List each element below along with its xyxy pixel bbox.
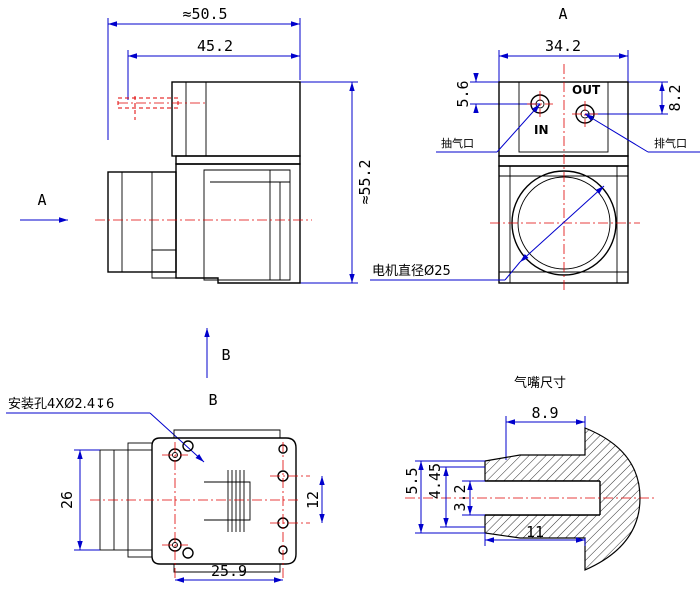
body-width-dimension: 45.2: [127, 37, 300, 100]
overall-width-dimension: ≈50.5: [107, 5, 301, 140]
exhaust-port-callout: 排气口: [584, 113, 700, 153]
bottom-view-b: B 安装孔4XØ2.4↧6: [6, 391, 325, 583]
nozzle-d1-dimension: 5.5: [403, 460, 485, 534]
nozzle-length-top-text: 8.9: [531, 404, 558, 422]
overall-width-text: ≈50.5: [182, 5, 227, 23]
in-offset-dimension: 5.6: [454, 73, 540, 113]
hole-pitch-text: 12: [304, 491, 322, 509]
view-b-arrow-label: B: [221, 346, 230, 364]
nozzle-length-bottom-dimension: 11: [484, 523, 586, 546]
nozzle-d2-dimension: 4.45: [426, 463, 485, 528]
bottom-height-text: 26: [58, 491, 76, 509]
nozzle-d1-text: 5.5: [403, 467, 421, 494]
view-a-arrow: A: [20, 191, 68, 223]
front-width-text: 34.2: [545, 37, 581, 55]
nozzle-length-top-dimension: 8.9: [505, 404, 586, 460]
out-offset-text: 8.2: [666, 84, 684, 111]
exhaust-port-label: 排气口: [654, 136, 687, 150]
hole-spacing-text: 25.9: [211, 562, 247, 580]
bottom-height-dimension: 26: [58, 449, 100, 551]
view-a-arrow-label: A: [37, 191, 46, 209]
hole-spacing-dimension: 25.9: [175, 562, 283, 583]
in-port-label: IN: [534, 123, 549, 137]
motor-diameter-callout: 电机直径Ø25: [370, 185, 605, 281]
view-a-title: A: [558, 5, 567, 23]
view-b-arrow: B: [204, 328, 231, 378]
nozzle-d3-dimension: 3.2: [451, 480, 485, 516]
out-offset-dimension: 8.2: [585, 81, 684, 115]
nozzle-detail: 气嘴尺寸 8.9 5.5 4.45: [403, 375, 655, 571]
suction-port-callout: 抽气口: [436, 103, 541, 153]
view-b-title: B: [208, 391, 217, 409]
mounting-holes-label: 安装孔4XØ2.4↧6: [8, 397, 114, 412]
body-width-text: 45.2: [197, 37, 233, 55]
front-view-a: A 34.2 5.6 8.2 OUT IN: [370, 5, 700, 290]
suction-port-label: 抽气口: [441, 136, 474, 150]
nozzle-size-title: 气嘴尺寸: [514, 375, 566, 391]
overall-height-dimension: ≈55.2: [290, 81, 374, 284]
nozzle-d2-text: 4.45: [426, 463, 444, 499]
side-view: ≈50.5 45.2 ≈55.2: [95, 5, 374, 284]
nozzle-length-bottom-text: 11: [526, 523, 544, 541]
in-offset-text: 5.6: [454, 80, 472, 107]
motor-diameter-label: 电机直径Ø25: [372, 264, 451, 279]
front-width-dimension: 34.2: [498, 37, 629, 82]
hole-pitch-dimension: 12: [304, 476, 325, 523]
nozzle-d3-text: 3.2: [451, 484, 469, 511]
out-port-label: OUT: [572, 83, 601, 97]
overall-height-text: ≈55.2: [356, 159, 374, 204]
